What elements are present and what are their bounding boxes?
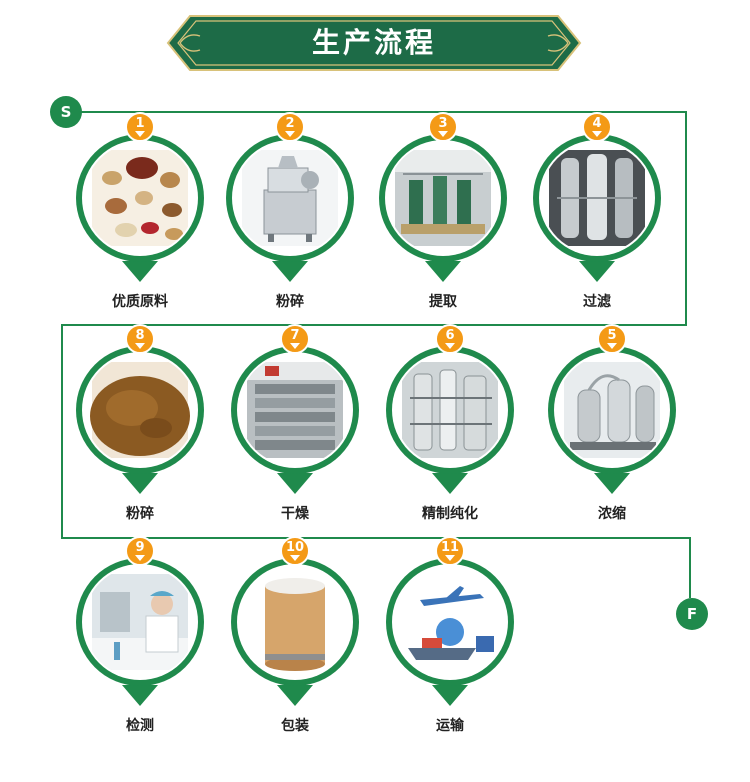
step-label: 浓缩 <box>598 506 626 522</box>
process-step: 1 优质原料 <box>70 112 210 358</box>
down-arrow-icon <box>607 343 617 349</box>
extraction-icon <box>395 150 491 246</box>
down-arrow-icon <box>135 555 145 561</box>
process-step: 5 浓缩 <box>542 324 682 570</box>
step-number: 8 <box>135 328 145 343</box>
step-number: 4 <box>592 116 602 131</box>
step-number: 3 <box>438 116 448 131</box>
down-arrow-icon <box>592 131 602 137</box>
step-number-badge: 1 <box>125 112 155 142</box>
process-step: 8 粉碎 <box>70 324 210 570</box>
step-number-badge: 3 <box>428 112 458 142</box>
step-number: 2 <box>285 116 295 131</box>
process-step: 3 提取 <box>373 112 513 358</box>
down-arrow-icon <box>135 343 145 349</box>
lab-test-icon <box>92 574 188 670</box>
concentrator-icon <box>564 362 660 458</box>
filter-tank-icon <box>549 150 645 246</box>
down-arrow-icon <box>290 343 300 349</box>
process-step: 11 运输 <box>380 536 520 782</box>
end-node: F <box>676 598 708 630</box>
step-label: 精制纯化 <box>422 506 478 522</box>
transport-icon <box>402 574 498 670</box>
step-number-badge: 5 <box>597 324 627 354</box>
page-title: 生产流程 <box>311 26 436 59</box>
down-arrow-icon <box>438 131 448 137</box>
down-arrow-icon <box>445 343 455 349</box>
drum-icon <box>247 574 343 671</box>
step-label: 运输 <box>436 718 464 734</box>
step-number-badge: 10 <box>280 536 310 566</box>
process-flow-lines <box>61 111 691 598</box>
step-number: 5 <box>607 328 617 343</box>
start-node: S <box>50 96 82 128</box>
step-number-badge: 2 <box>275 112 305 142</box>
purification-icon <box>402 362 498 458</box>
step-number: 9 <box>135 540 145 555</box>
down-arrow-icon <box>135 131 145 137</box>
step-label: 过滤 <box>583 294 611 310</box>
step-number-badge: 4 <box>582 112 612 142</box>
step-number: 7 <box>290 328 300 343</box>
process-step: 7 干燥 <box>225 324 365 570</box>
step-number-badge: 7 <box>280 324 310 354</box>
step-number-badge: 6 <box>435 324 465 354</box>
step-number: 1 <box>135 116 145 131</box>
process-step: 9 检测 <box>70 536 210 782</box>
process-step: 4 过滤 <box>527 112 667 358</box>
step-number-badge: 9 <box>125 536 155 566</box>
title-banner: 生产流程 <box>166 14 582 72</box>
down-arrow-icon <box>285 131 295 137</box>
step-number: 11 <box>440 540 460 555</box>
step-number: 6 <box>445 328 455 343</box>
dryer-icon <box>247 362 343 458</box>
step-label: 干燥 <box>281 506 309 522</box>
step-label: 优质原料 <box>112 294 168 310</box>
grinder-icon <box>242 150 338 246</box>
step-label: 粉碎 <box>126 506 154 522</box>
herbs-icon <box>92 150 188 246</box>
process-step: 6 精制纯化 <box>380 324 520 570</box>
step-number: 10 <box>285 540 305 555</box>
down-arrow-icon <box>445 555 455 561</box>
process-step: 2 粉碎 <box>220 112 360 358</box>
down-arrow-icon <box>290 555 300 561</box>
step-number-badge: 8 <box>125 324 155 354</box>
step-number-badge: 11 <box>435 536 465 566</box>
step-label: 粉碎 <box>276 294 304 310</box>
powder-icon <box>90 362 190 458</box>
process-step: 10 包装 <box>225 536 365 782</box>
step-label: 包装 <box>281 718 309 734</box>
step-label: 提取 <box>429 294 457 310</box>
step-label: 检测 <box>126 718 154 734</box>
